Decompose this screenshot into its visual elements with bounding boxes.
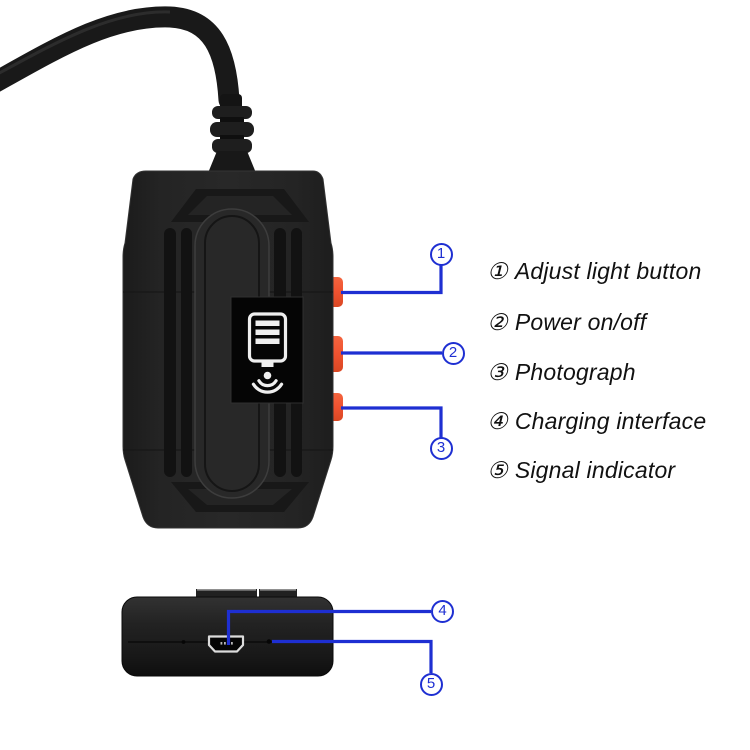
leader-line-4 xyxy=(226,609,431,645)
edge-on-buttons xyxy=(196,589,297,599)
callout-marker-5: 5 xyxy=(419,672,443,696)
device-front-view xyxy=(122,170,334,529)
cable-strain-relief xyxy=(208,94,256,173)
label-panel xyxy=(230,296,304,404)
callout-marker-1: 1 xyxy=(429,243,453,266)
legend-label: Photograph xyxy=(514,359,636,385)
legend-label: Charging interface xyxy=(514,408,707,434)
legend-marker: ① xyxy=(487,258,508,284)
legend-label: Power on/off xyxy=(514,309,647,335)
screw-hole xyxy=(181,640,186,644)
leader-line-1 xyxy=(341,264,443,295)
legend-marker: ② xyxy=(487,309,508,335)
legend-marker: ③ xyxy=(487,359,508,385)
legend-marker: ④ xyxy=(487,408,508,434)
callout-marker-4: 4 xyxy=(431,600,454,623)
callout-marker-2: 2 xyxy=(441,341,465,365)
legend-marker: ⑤ xyxy=(487,457,508,483)
callout-marker-3: 3 xyxy=(429,437,453,460)
cable xyxy=(0,6,240,111)
micro-usb-port xyxy=(207,635,245,653)
callout-lines xyxy=(226,264,443,673)
leader-line-5 xyxy=(272,639,433,673)
device-with-wifi-signal-icon xyxy=(247,312,288,394)
legend-label: Adjust light button xyxy=(514,258,702,284)
legend-label: Signal indicator xyxy=(514,457,676,483)
leader-line-3 xyxy=(341,406,443,438)
grip-grooves xyxy=(164,228,302,477)
signal-indicator-hole xyxy=(266,639,272,644)
